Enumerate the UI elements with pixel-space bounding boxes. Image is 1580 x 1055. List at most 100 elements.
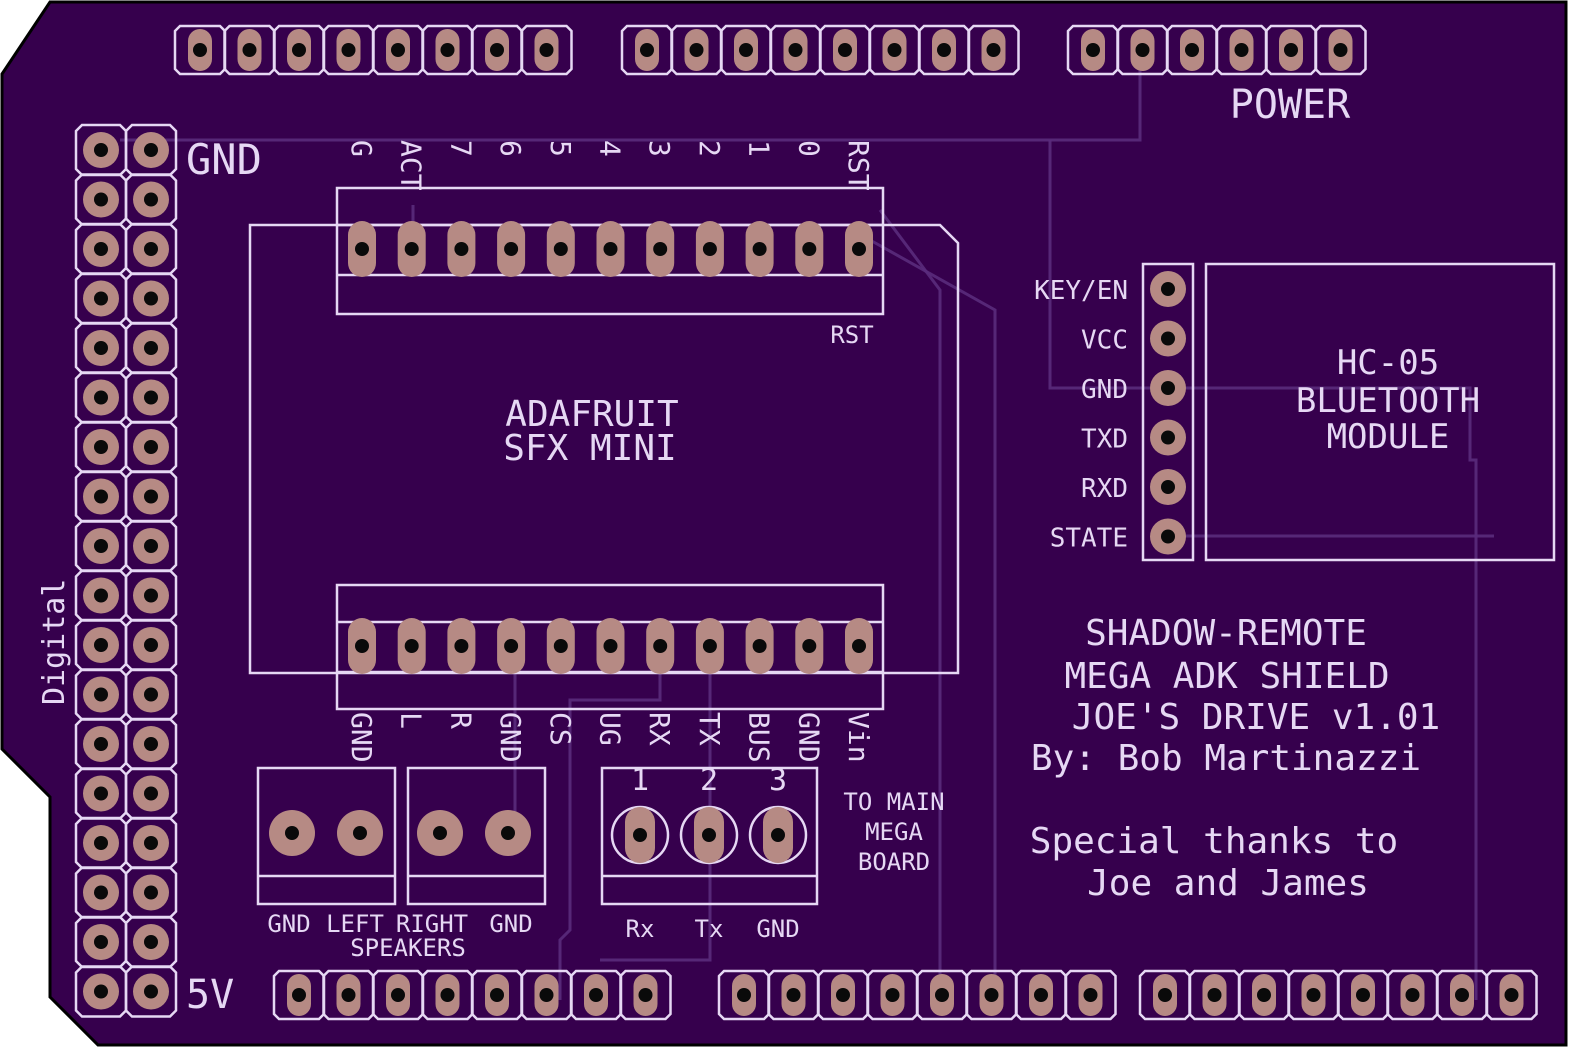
- pad-hole: [440, 988, 455, 1002]
- pad-hole: [1405, 988, 1420, 1002]
- pad-hole: [242, 43, 257, 57]
- pad: [1150, 419, 1186, 456]
- thanks-line2: Joe and James: [1087, 863, 1369, 904]
- pad: [133, 528, 169, 564]
- pad-hole: [1161, 282, 1175, 296]
- gnd-label: GND: [186, 135, 262, 184]
- bt-module-outline: [1204, 262, 1556, 562]
- pad: [83, 231, 119, 267]
- sfx-top-header-outline: [335, 186, 885, 316]
- pad-hole: [1455, 988, 1469, 1002]
- pad: [584, 974, 608, 1016]
- to-main-line3: BOARD: [858, 848, 930, 876]
- pad: [83, 726, 119, 762]
- pad: [133, 181, 169, 218]
- sfx-bottom-pin-label: BUS: [743, 712, 776, 763]
- mega-terminal-label: GND: [756, 915, 799, 943]
- pin-outline: [569, 969, 623, 1021]
- pin-outline: [1314, 24, 1367, 76]
- pin-outline: [868, 24, 921, 76]
- pad: [1301, 974, 1326, 1016]
- pad: [435, 29, 460, 71]
- pad-hole: [144, 291, 158, 306]
- pad-hole: [1185, 43, 1199, 57]
- pad-hole: [752, 242, 767, 256]
- pad: [497, 618, 526, 674]
- pad-hole: [1161, 331, 1175, 346]
- bt-name-line2: BLUETOOTH: [1296, 381, 1480, 421]
- pad-hole: [94, 539, 108, 553]
- pin-outline: [769, 24, 822, 76]
- sfx-top-pin-label: 0: [792, 140, 825, 157]
- pad-hole: [885, 988, 900, 1002]
- pad-hole: [737, 988, 751, 1002]
- pad-hole: [391, 988, 405, 1002]
- sfx-bottom-pin-label: CS: [544, 712, 577, 746]
- sfx-top-pin-label: ACT: [395, 140, 428, 191]
- pad: [485, 810, 531, 856]
- pad: [625, 807, 655, 863]
- pad: [695, 221, 724, 277]
- pad: [133, 577, 169, 614]
- pad-hole: [94, 192, 108, 207]
- pad: [83, 825, 119, 861]
- pad-hole: [504, 639, 519, 653]
- sfx-top-pin-label: 7: [444, 140, 477, 157]
- sfx-bottom-pin-label: UG: [594, 712, 627, 746]
- pad-hole: [553, 639, 568, 653]
- pad: [1150, 370, 1186, 406]
- pad: [732, 974, 756, 1016]
- pin-outline: [223, 24, 276, 76]
- mega-terminal-label: Rx: [626, 915, 655, 943]
- sfx-top-pin-label: 2: [693, 140, 726, 157]
- pad-hole: [355, 242, 369, 256]
- pad-hole: [1161, 430, 1175, 445]
- pad: [348, 221, 376, 277]
- pad-hole: [786, 988, 801, 1002]
- sfx-name-line2: SFX MINI: [503, 428, 676, 469]
- pad: [1252, 974, 1276, 1016]
- title-line1: SHADOW-REMOTE: [1085, 613, 1367, 654]
- mega-terminal-number: 2: [700, 763, 718, 798]
- pad: [1150, 518, 1186, 555]
- pad-hole: [802, 242, 817, 256]
- pad: [83, 874, 119, 911]
- pin-outline: [1336, 969, 1390, 1021]
- pin-outline: [719, 24, 773, 76]
- pad: [695, 618, 724, 674]
- pad-hole: [144, 440, 158, 454]
- title-line2: MEGA ADK SHIELD: [1064, 656, 1389, 697]
- pad: [287, 974, 311, 1016]
- pad: [1400, 974, 1425, 1016]
- pad-hole: [1161, 529, 1175, 544]
- pad-hole: [1207, 988, 1222, 1002]
- pad: [435, 974, 460, 1016]
- sfx-bottom-pin-label: GND: [494, 712, 527, 763]
- pad-hole: [702, 639, 717, 653]
- pad-hole: [1234, 43, 1249, 57]
- pad: [1279, 29, 1303, 71]
- pad-hole: [1306, 988, 1321, 1002]
- pin-outline: [520, 969, 573, 1021]
- pad: [397, 221, 426, 277]
- pad-hole: [702, 828, 716, 842]
- title-line4: By: Bob Martinazzi: [1031, 738, 1421, 779]
- pad: [133, 924, 169, 960]
- pad-hole: [94, 786, 108, 801]
- pad-hole: [144, 588, 158, 603]
- pad-hole: [1034, 988, 1048, 1002]
- pad: [734, 29, 758, 71]
- pin-outline: [816, 969, 870, 1021]
- speaker-terminal-label: GND: [267, 910, 310, 938]
- header-row: [1138, 969, 1538, 1021]
- pin-outline: [470, 969, 524, 1021]
- pad-hole: [838, 43, 852, 57]
- sfx-top-pin-label: G: [345, 140, 378, 157]
- pad-hole: [454, 242, 469, 256]
- pad: [596, 221, 625, 277]
- pad-hole: [433, 826, 447, 840]
- pin-outline: [619, 969, 672, 1021]
- pad-hole: [788, 43, 803, 57]
- pad-hole: [94, 588, 108, 603]
